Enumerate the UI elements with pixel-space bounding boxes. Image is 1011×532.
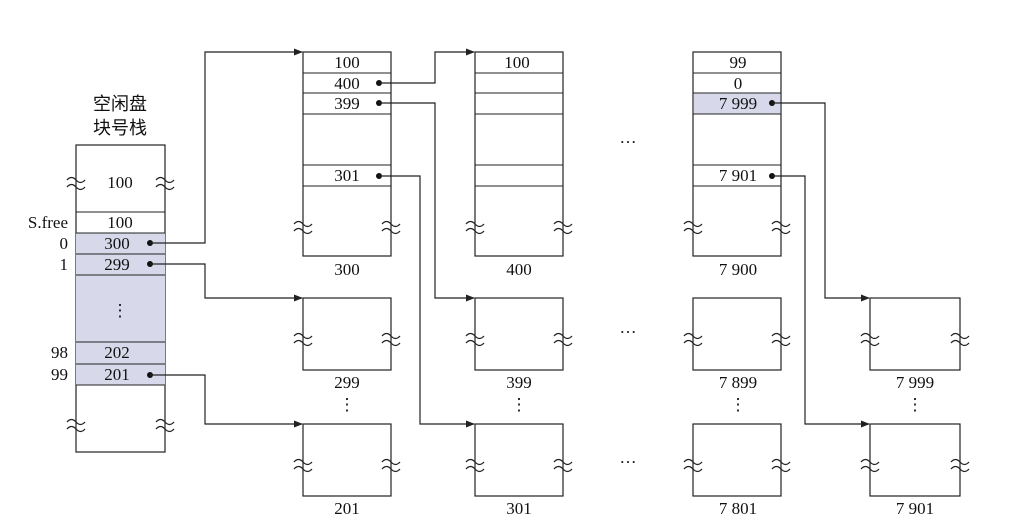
disk-block-201: 201 [293,423,401,518]
stack-row-value: 300 [104,234,130,253]
arrow-300-to-group [150,48,303,244]
group-block-7900: 99 0 7 999 7 901 7 900 [683,51,791,279]
group-block-300: 100 400 399 301 300 [293,51,401,279]
stack-title-line1: 空闲盘 [93,94,147,115]
vertical-ellipsis: ⋮ [511,395,528,414]
vertical-ellipsis: ⋮ [907,395,924,414]
disk-block-outline [302,423,392,497]
disk-block-outline [692,297,782,371]
group-entry-highlight [693,93,781,114]
stack-top-value: 100 [107,173,133,192]
group-entry: 100 [504,53,530,72]
stack-row-index: 1 [60,255,69,274]
free-block-stack: 空闲盘 块号栈 100 S.free 100 0 300 1 299 ⋮ 98 … [28,94,175,453]
horizontal-ellipsis: … [620,318,637,337]
disk-block-399: 399 [465,297,573,392]
arrow-7901-to-block [772,175,870,428]
disk-block-7899: 7 899 [683,297,791,392]
group-entry: 100 [334,53,360,72]
stack-title-line2: 块号栈 [93,118,147,139]
pointer-arrows [150,48,870,428]
disk-block-outline [474,423,564,497]
disk-block-outline [869,423,961,497]
group-entry: 399 [334,94,360,113]
stack-row-value: 299 [104,255,130,274]
group-entry: 400 [334,74,360,93]
disk-block-outline [869,297,961,371]
disk-block-outline [302,297,392,371]
disk-block-caption: 299 [334,373,360,392]
arrow-400-to-group [379,48,475,84]
disk-block-caption: 7 801 [719,499,757,518]
disk-block-caption: 399 [506,373,532,392]
disk-block-301: 301 [465,423,573,518]
stack-row-index: 0 [60,234,69,253]
group-entry: 0 [734,74,743,93]
stack-row-index: 98 [51,343,68,362]
group-entry: 99 [730,53,747,72]
stack-sfree-label: S.free [28,213,68,232]
disk-block-caption: 301 [506,499,532,518]
arrow-201-to-block [150,374,303,428]
stack-occupied-highlight [76,233,165,385]
stack-row-value: 201 [104,365,130,384]
group-block-outline [302,51,392,257]
group-block-outline [474,51,564,257]
group-entry: 301 [334,166,360,185]
disk-block-caption: 7 899 [719,373,757,392]
group-block-caption: 7 900 [719,260,757,279]
arrow-299-to-block [150,263,303,302]
arrow-7999-to-block [772,102,870,302]
horizontal-ellipsis: … [620,128,637,147]
arrow-399-to-block [379,102,475,302]
group-entry: 7 999 [719,94,757,113]
vertical-ellipsis: ⋮ [730,395,747,414]
disk-block-7999: 7 999 [860,297,970,392]
disk-block-caption: 201 [334,499,360,518]
disk-block-caption: 7 999 [896,373,934,392]
arrow-301-to-block [379,175,475,428]
stack-row-value: 202 [104,343,130,362]
disk-block-7801: 7 801 [683,423,791,518]
stack-row-index: 99 [51,365,68,384]
group-block-caption: 400 [506,260,532,279]
disk-block-outline [474,297,564,371]
horizontal-ellipsis: … [620,448,637,467]
disk-block-caption: 7 901 [896,499,934,518]
group-block-outline [692,51,782,257]
disk-block-outline [692,423,782,497]
stack-sfree-value: 100 [107,213,133,232]
group-block-caption: 300 [334,260,360,279]
group-entry: 7 901 [719,166,757,185]
vertical-ellipsis: ⋮ [339,395,356,414]
group-block-400: 100 400 [465,51,573,279]
stack-ellipsis: ⋮ [112,301,129,320]
disk-block-7901: 7 901 [860,423,970,518]
disk-block-299: 299 [293,297,401,392]
